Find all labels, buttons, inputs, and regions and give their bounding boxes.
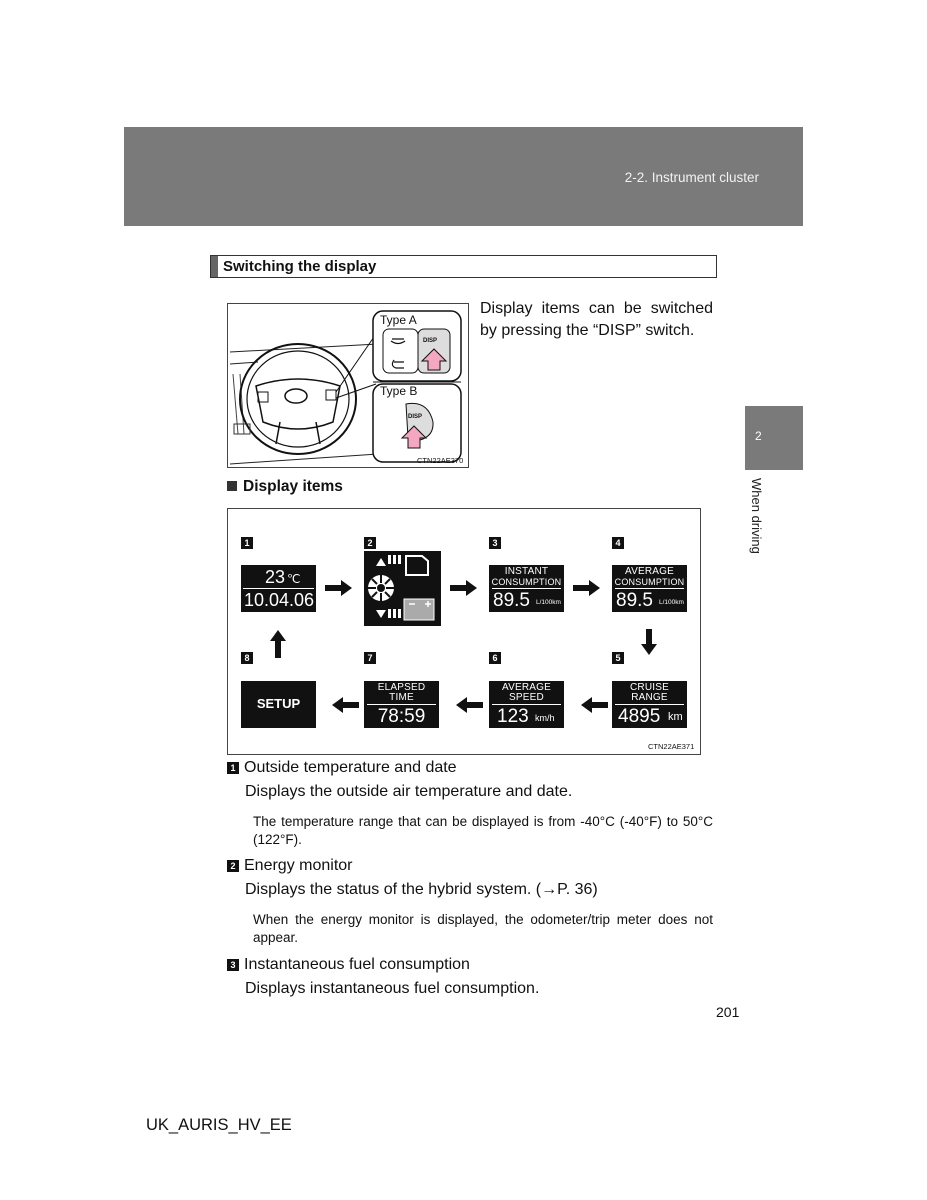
item-2-note: When the energy monitor is displayed, th… — [253, 912, 713, 945]
chapter-number: 2 — [755, 429, 762, 443]
speed-caption-1: AVERAGE — [501, 682, 551, 693]
item-number-7: 7 — [364, 652, 376, 664]
cruise-caption-1: CRUISE — [630, 682, 669, 693]
arrow-shaft — [275, 641, 281, 658]
display-items-heading: Display items — [227, 478, 343, 496]
display-items-title: Display items — [243, 478, 343, 495]
arrow-left-icon — [581, 697, 592, 713]
item-3-description: Displays instantaneous fuel consumption. — [245, 980, 540, 997]
arrow-shaft — [592, 702, 608, 708]
type-b-label: Type B — [380, 384, 418, 398]
item-1-number: 1 — [227, 762, 239, 774]
screen-setup: SETUP — [241, 681, 316, 728]
item-2-number: 2 — [227, 860, 239, 872]
instant-caption-1: INSTANT — [504, 566, 549, 577]
arrow-shaft — [450, 585, 466, 591]
square-bullet-icon — [227, 481, 237, 491]
avg-caption-1: AVERAGE — [624, 566, 674, 577]
avg-caption-2: CONSUMPTION — [614, 577, 685, 587]
arrow-shaft — [343, 702, 359, 708]
chapter-label: When driving — [749, 478, 764, 554]
item-3-heading: 3 Instantaneous fuel consumption — [227, 956, 470, 974]
section-header: 2-2. Instrument cluster — [624, 170, 759, 185]
cruise-caption-2: RANGE — [631, 692, 668, 703]
steering-wheel-figure: Type A DISP Type B DISP CTN22AE370 — [227, 303, 469, 468]
screen-temperature-date: 23℃ 10.04.06 — [241, 565, 316, 612]
arrow-up-icon — [270, 630, 286, 641]
instant-value: 89.5 — [493, 590, 530, 611]
arrow-right-icon — [341, 580, 352, 596]
instant-unit: L/100km — [536, 599, 561, 606]
item-2-description: Displays the status of the hybrid system… — [245, 881, 598, 898]
screen-instant-consumption: INSTANT CONSUMPTION 89.5 L/100km — [489, 565, 564, 612]
cruise-unit: km — [668, 711, 683, 723]
screen-average-consumption: AVERAGE CONSUMPTION 89.5 L/100km — [612, 565, 687, 612]
steering-wheel-illustration — [229, 310, 462, 465]
item-1-heading: 1 Outside temperature and date — [227, 759, 457, 777]
screen-elapsed-time: ELAPSED TIME 78:59 — [364, 681, 439, 728]
screen-average-speed: AVERAGE SPEED 123 km/h — [489, 681, 564, 728]
disp-label-a: DISP — [423, 338, 438, 344]
display-items-figure: 1 2 3 4 5 6 7 8 23℃ 10.04.06 INSTANT CON… — [227, 508, 701, 755]
arrow-right-icon — [589, 580, 600, 596]
section-title-box: Switching the display — [210, 255, 717, 278]
arrow-down-icon — [641, 644, 657, 655]
item-number-6: 6 — [489, 652, 501, 664]
speed-unit: km/h — [535, 713, 555, 723]
item-number-2: 2 — [364, 537, 376, 549]
intro-text: Display items can be switched by pressin… — [480, 300, 713, 339]
item-2-heading: 2 Energy monitor — [227, 857, 353, 875]
instant-caption-2: CONSUMPTION — [491, 577, 562, 587]
disp-label-b: DISP — [408, 414, 423, 420]
section-title: Switching the display — [223, 258, 377, 275]
footer-code: UK_AURIS_HV_EE — [146, 1116, 292, 1134]
title-accent-bar — [211, 256, 218, 277]
screen-energy-monitor — [364, 551, 441, 626]
item-3-number: 3 — [227, 959, 239, 971]
arrow-shaft — [573, 585, 589, 591]
item-1-title: Outside temperature and date — [244, 759, 457, 776]
temp-unit: ℃ — [287, 572, 301, 586]
elapsed-caption-1: ELAPSED — [377, 682, 426, 693]
figure2-code: CTN22AE371 — [648, 742, 695, 751]
speed-value: 123 — [497, 706, 529, 727]
date-value: 10.04.06 — [244, 590, 315, 610]
arrow-left-icon — [332, 697, 343, 713]
arrow-right-icon — [466, 580, 477, 596]
arrow-left-icon — [456, 697, 467, 713]
item-number-4: 4 — [612, 537, 624, 549]
item-number-1: 1 — [241, 537, 253, 549]
energy-monitor-icon — [368, 555, 435, 621]
arrow-shaft — [325, 585, 341, 591]
arrow-shaft — [467, 702, 483, 708]
item-2-title: Energy monitor — [244, 857, 353, 874]
header-band: 2-2. Instrument cluster — [124, 127, 803, 226]
item-1-note: The temperature range that can be displa… — [253, 814, 713, 847]
item-3-title: Instantaneous fuel consumption — [244, 956, 470, 973]
cruise-value: 4895 — [618, 706, 661, 727]
arrow-shaft — [646, 629, 652, 644]
screen-cruise-range: CRUISE RANGE 4895 km — [612, 681, 687, 728]
elapsed-value: 78:59 — [377, 706, 426, 727]
figure1-code: CTN22AE370 — [417, 456, 464, 465]
item-number-5: 5 — [612, 652, 624, 664]
setup-label: SETUP — [256, 696, 301, 711]
avg-unit: L/100km — [659, 599, 684, 606]
item-number-3: 3 — [489, 537, 501, 549]
speed-caption-2: SPEED — [509, 692, 544, 703]
item-1-description: Displays the outside air temperature and… — [245, 783, 573, 800]
temp-value: 23 — [265, 567, 286, 587]
item-number-8: 8 — [241, 652, 253, 664]
elapsed-caption-2: TIME — [389, 692, 414, 703]
page-number: 201 — [716, 1004, 740, 1020]
avg-value: 89.5 — [616, 590, 653, 611]
type-a-label: Type A — [380, 313, 417, 327]
chapter-tab: 2 — [745, 406, 803, 470]
